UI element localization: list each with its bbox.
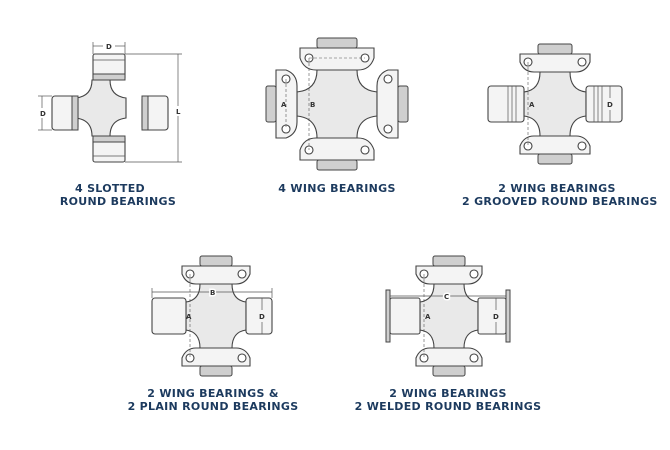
caption-wing-grooved-round: 2 WING BEARINGS 2 GROOVED ROUND BEARINGS [462,182,658,208]
bottom-wing-bearing [415,347,483,377]
caption-line: 2 WING BEARINGS [498,182,616,195]
dim-label-d: D [607,101,613,109]
caption-line: 2 WING BEARINGS & [147,387,279,400]
caption-line: ROUND BEARINGS [59,195,177,208]
right-grooved-bearing [585,85,623,123]
right-wing-bearing [376,69,409,139]
dim-label-a: A [425,313,431,321]
caption-slotted-round-bearings: 4 SLOTTED ROUND BEARINGS [40,182,180,208]
dim-label-a: A [281,101,287,109]
dim-label-c: C [444,293,449,301]
bottom-wing-bearing [519,135,591,165]
dimension-d-top: D [92,42,126,54]
left-wing-bearing [265,69,298,139]
top-wing-bearing [415,255,483,285]
left-bearing [51,95,79,131]
diagram-slotted-round-bearings: D D L [30,38,190,178]
caption-line: 2 WELDED ROUND BEARINGS [354,400,542,413]
dim-label-a: A [529,101,535,109]
top-wing-bearing [519,43,591,73]
dimension-l: L [125,53,182,163]
bottom-wing-bearing [181,347,251,377]
left-welded-bearing [385,289,421,343]
dim-label-b: B [310,101,315,109]
diagram-wing-welded-round: C A D [380,250,516,384]
dim-label-d: D [493,313,499,321]
left-plain-bearing [151,297,187,335]
caption-line: 2 PLAIN ROUND BEARINGS [127,400,299,413]
dimension-d-left: D [38,95,52,131]
diagram-wing-plain-round: B A D [148,250,280,384]
left-grooved-bearing [487,85,525,123]
right-welded-bearing [477,289,511,343]
dim-label-b: B [210,289,215,297]
caption-line: 2 WING BEARINGS [389,387,507,400]
dim-label-d: D [259,313,265,321]
caption-wing-welded-round: 2 WING BEARINGS 2 WELDED ROUND BEARINGS [353,387,543,413]
caption-line: 2 GROOVED ROUND BEARINGS [462,195,658,208]
right-bearing [141,95,169,131]
caption-four-wing-bearings: 4 WING BEARINGS [262,182,412,195]
top-wing-bearing [181,255,251,285]
caption-line: 4 WING BEARINGS [278,182,396,195]
dim-label-d: D [106,43,112,51]
caption-line: 4 SLOTTED [75,182,145,195]
top-wing-bearing [299,37,375,71]
bottom-wing-bearing [299,137,375,171]
dim-label-a: A [186,313,192,321]
dim-label-d: D [40,110,46,118]
top-bearing [92,53,126,81]
diagram-four-wing-bearings: A B [262,34,412,174]
bottom-bearing [92,135,126,163]
dim-label-l: L [176,108,181,116]
diagram-wing-grooved-round: A D [482,38,632,174]
caption-wing-plain-round: 2 WING BEARINGS & 2 PLAIN ROUND BEARINGS [118,387,308,413]
right-plain-bearing [245,297,273,335]
